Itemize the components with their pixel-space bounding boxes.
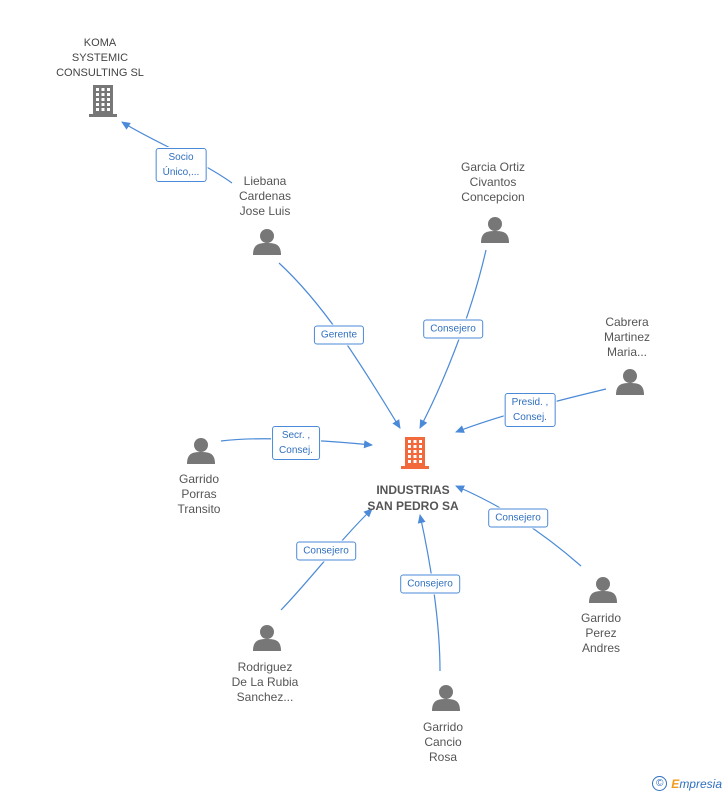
edge-label-cancio[interactable]: Consejero: [400, 574, 460, 594]
person-label-porras[interactable]: Garrido Porras Transito: [177, 472, 221, 516]
empresia-logo[interactable]: Empresia: [671, 776, 722, 791]
company-koma-building-icon[interactable]: [89, 85, 117, 117]
footer-brand[interactable]: © Empresia: [652, 776, 722, 791]
edge-label-perez[interactable]: Consejero: [488, 508, 548, 528]
edge-label-rodriguez[interactable]: Consejero: [296, 541, 356, 561]
edge-label-porras[interactable]: Secr. , Consej.: [272, 426, 320, 460]
person-label-cancio[interactable]: Garrido Cancio Rosa: [422, 720, 464, 764]
person-rodriguez-icon[interactable]: [253, 625, 281, 651]
copyright-icon: ©: [652, 776, 668, 791]
edge-label-liebana[interactable]: Gerente: [313, 325, 365, 345]
edge-label-liebana[interactable]: Socio Único,...: [155, 148, 207, 182]
company-label-koma[interactable]: KOMA SYSTEMIC CONSULTING SL: [56, 37, 144, 79]
edge-label-cabrera[interactable]: Presid. , Consej.: [504, 393, 556, 427]
person-label-liebana[interactable]: Liebana Cardenas Jose Luis: [238, 174, 292, 218]
person-label-rodriguez[interactable]: Rodriguez De La Rubia Sanchez...: [231, 660, 299, 704]
person-label-garcia[interactable]: Garcia Ortiz Civantos Concepcion: [460, 160, 526, 204]
person-liebana-icon[interactable]: [253, 229, 281, 255]
person-cancio-icon[interactable]: [432, 685, 460, 711]
person-label-perez[interactable]: Garrido Perez Andres: [580, 611, 622, 655]
edge-garcia-to-center: [419, 249, 487, 429]
person-cabrera-icon[interactable]: [616, 369, 644, 395]
edge-liebana-to-center: [278, 262, 401, 429]
person-label-cabrera[interactable]: Cabrera Martinez Maria...: [603, 315, 651, 359]
center-company-label[interactable]: INDUSTRIAS SAN PEDRO SA: [367, 483, 459, 513]
center-company-building-icon[interactable]: [401, 437, 429, 469]
person-garcia-icon[interactable]: [481, 217, 509, 243]
edge-label-garcia[interactable]: Consejero: [423, 319, 483, 339]
person-perez-icon[interactable]: [589, 577, 617, 603]
person-porras-icon[interactable]: [187, 438, 215, 464]
